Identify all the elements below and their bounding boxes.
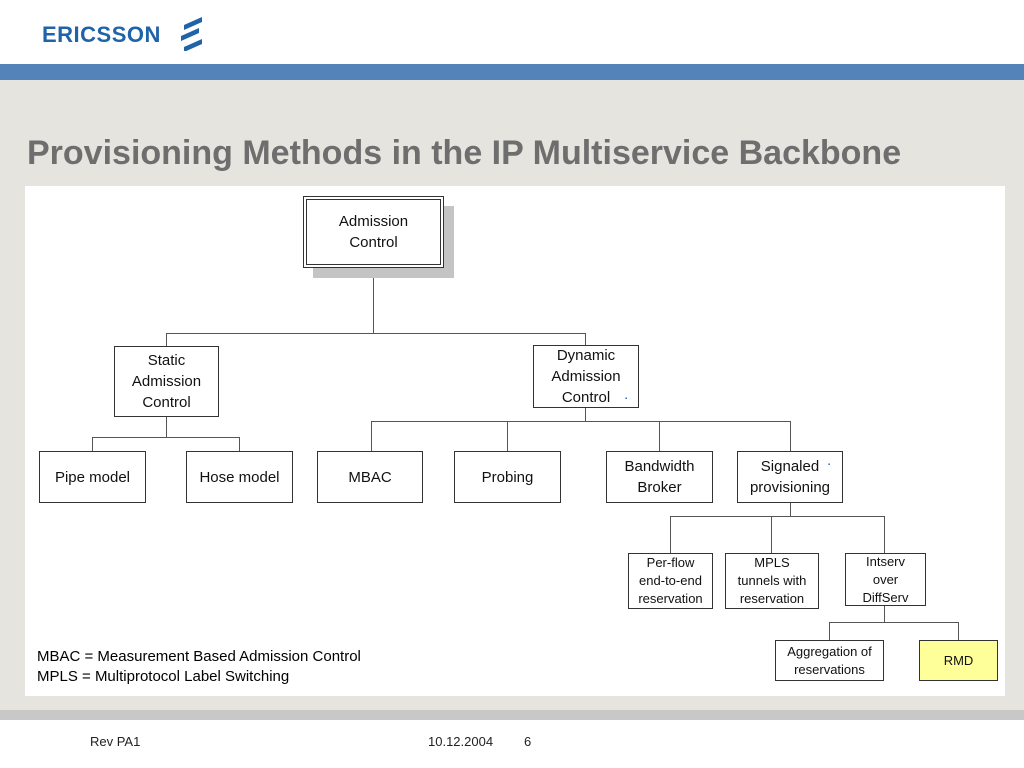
node-label: RMD [943, 652, 974, 668]
connector [958, 622, 959, 640]
node-label: Static Admission Control [131, 352, 202, 411]
connector [884, 516, 885, 553]
node-mbac: MBAC [317, 451, 423, 503]
connector [884, 606, 885, 622]
node-hose-model: Hose model [186, 451, 293, 503]
node-label: Per-flow end-to-end reservation [638, 555, 703, 606]
connector [371, 421, 791, 422]
node-static-admission-control: Static Admission Control [114, 346, 219, 417]
node-label: Probing [481, 468, 534, 486]
footer-date: 10.12.2004 [428, 734, 494, 749]
connector [585, 333, 586, 346]
footer-revision: Rev PA1 [90, 734, 141, 749]
connector [585, 408, 586, 422]
connector [790, 502, 791, 516]
node-probing: Probing [454, 451, 561, 503]
node-admission-control: Admission Control [303, 196, 444, 268]
link-marker-icon: ▪ [625, 396, 628, 402]
diagram-canvas [25, 186, 1005, 696]
legend-mpls: MPLS = Multiprotocol Label Switching [37, 668, 290, 685]
node-intserv-over-diffserv: Intserv over DiffServ [845, 553, 926, 606]
footer-page-number: 6 [524, 734, 532, 749]
node-label: Hose model [199, 468, 280, 486]
node-label: Aggregation of reservations [787, 643, 872, 677]
header-accent-bar [0, 64, 1024, 80]
node-label: Bandwidth Broker [624, 458, 695, 496]
connector [829, 622, 830, 640]
node-label: Admission Control [338, 213, 409, 251]
footer-bar [0, 720, 1024, 768]
connector [659, 421, 660, 451]
node-label: Signaled provisioning [749, 458, 831, 496]
connector [166, 417, 167, 437]
node-label: Pipe model [54, 468, 131, 486]
connector [829, 622, 959, 623]
ericsson-logo-icon [181, 17, 202, 51]
connector [239, 437, 240, 451]
connector [92, 437, 240, 438]
company-logo: ERICSSON [42, 22, 161, 47]
connector [92, 437, 93, 451]
node-pipe-model: Pipe model [39, 451, 146, 503]
node-rmd: RMD [919, 640, 998, 681]
node-mpls-tunnels: MPLS tunnels with reservation [725, 553, 819, 609]
connector [373, 268, 374, 333]
node-bandwidth-broker: Bandwidth Broker [606, 451, 713, 503]
node-signaled-provisioning: Signaled provisioning [737, 451, 843, 503]
connector [670, 516, 885, 517]
node-dynamic-admission-control: Dynamic Admission Control [533, 345, 639, 408]
node-aggregation-of-reservations: Aggregation of reservations [775, 640, 884, 681]
connector [166, 333, 586, 334]
connector [166, 333, 167, 347]
node-label: Dynamic Admission Control [551, 347, 621, 406]
connector [790, 421, 791, 451]
link-marker-icon: ▪ [828, 462, 831, 468]
node-label: MPLS tunnels with reservation [737, 555, 807, 606]
node-label: MBAC [348, 468, 392, 486]
slide-title: Provisioning Methods in the IP Multiserv… [27, 134, 902, 172]
footer-divider [0, 710, 1024, 720]
connector [371, 421, 372, 451]
legend-mbac: MBAC = Measurement Based Admission Contr… [37, 648, 361, 665]
header-bar: ERICSSON [0, 0, 1024, 64]
connector [507, 421, 508, 451]
node-per-flow-reservation: Per-flow end-to-end reservation [628, 553, 713, 609]
node-label: Intserv over DiffServ [862, 553, 909, 605]
connector [771, 516, 772, 553]
connector [670, 516, 671, 553]
